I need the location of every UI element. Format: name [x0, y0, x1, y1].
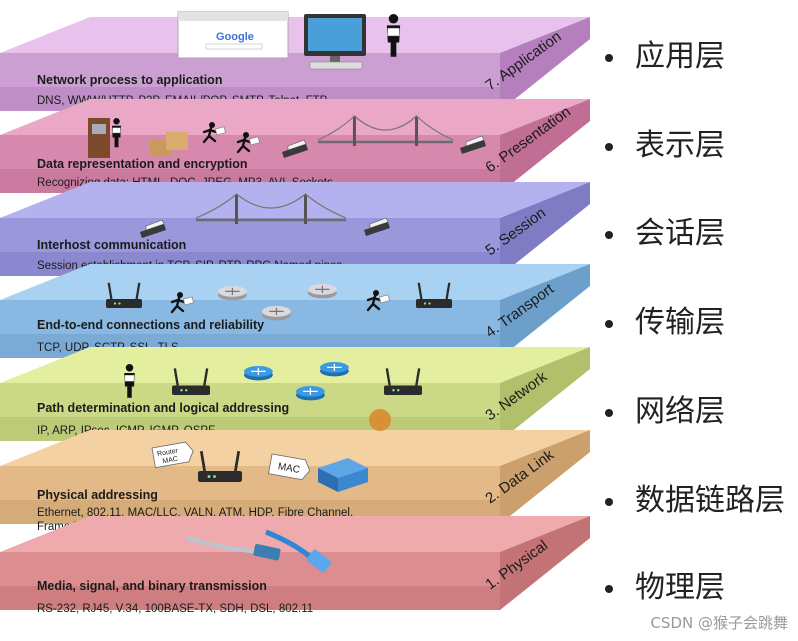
layer-top-face	[0, 182, 590, 218]
ethernet-cable-icon	[265, 529, 332, 573]
bullet-dot	[605, 497, 613, 506]
protocols-band	[0, 586, 500, 610]
tag-text: MAC	[277, 461, 301, 476]
layer-side-face	[500, 17, 590, 111]
layer-1: Network process to applicationDNS, WWW/H…	[0, 17, 590, 111]
atm-icon	[88, 118, 110, 158]
layer-title: Interhost communication	[37, 238, 186, 252]
chinese-label: 表示层	[635, 128, 725, 163]
layer-top-face	[0, 17, 590, 53]
chinese-label: 会话层	[635, 216, 725, 251]
layer-side-face	[500, 182, 590, 276]
chinese-label: 传输层	[635, 305, 725, 340]
layer-7: Media, signal, and binary transmissionRS…	[0, 516, 590, 615]
layer-side-face	[500, 430, 590, 524]
layer-title: End-to-end connections and reliability	[37, 318, 264, 332]
runner-icon	[170, 292, 195, 314]
router-icon	[384, 368, 422, 395]
person-icon	[386, 14, 401, 57]
layer-title: Data representation and encryption	[37, 157, 247, 171]
chinese-label: 物理层	[635, 570, 725, 605]
fiber-cable-icon	[185, 536, 281, 561]
bullet-session: 会话层	[605, 208, 725, 252]
bridge-icon	[317, 115, 454, 146]
layer-side-face	[500, 347, 590, 441]
person-icon	[124, 364, 135, 398]
google-logo-text: Google	[216, 31, 254, 43]
layer-title: Media, signal, and binary transmission	[37, 579, 267, 593]
small-router-icon	[460, 135, 486, 154]
switch-icon	[320, 362, 349, 377]
tag-text-mac: MAC	[162, 456, 179, 466]
switch-icon	[244, 366, 273, 381]
layer-3: Interhost communicationSession establish…	[0, 182, 590, 276]
layer-4: End-to-end connections and reliabilityTC…	[0, 264, 590, 358]
bullet-physical: 物理层	[605, 562, 725, 606]
layer-title: Network process to application	[37, 73, 222, 87]
layer-side-face	[500, 264, 590, 358]
bullet-transport: 传输层	[605, 297, 725, 341]
chinese-label: 数据链路层	[635, 483, 785, 518]
browser-window-icon: Google	[177, 11, 289, 59]
layer-protocols: RS-232, RJ45, V.34, 100BASE-TX, SDH, DSL…	[37, 603, 313, 615]
layer-side-face	[500, 516, 590, 610]
bullet-dot	[605, 230, 613, 239]
switch-icon	[218, 286, 247, 301]
mouse-cursor-highlight	[369, 409, 391, 431]
router-icon	[172, 368, 210, 395]
small-router-icon	[282, 139, 308, 158]
boxes-icon	[150, 132, 188, 156]
bridge-icon	[195, 193, 347, 224]
router-icon	[416, 282, 452, 308]
person-icon	[111, 118, 122, 148]
tag-icon: MAC	[268, 453, 311, 481]
switch-icon	[262, 306, 291, 321]
layer-title: Path determination and logical addressin…	[37, 401, 289, 415]
switch-icon	[318, 458, 368, 492]
runner-icon	[236, 132, 261, 154]
osi-layer-stack: Network process to applicationDNS, WWW/H…	[0, 11, 590, 615]
layer-top-face	[0, 430, 590, 466]
router-icon	[106, 282, 142, 308]
layer-top-face	[0, 516, 590, 552]
switch-icon	[308, 284, 337, 299]
small-router-icon	[140, 219, 166, 238]
small-router-icon	[364, 217, 390, 236]
chinese-label: 网络层	[635, 394, 725, 429]
chinese-label: 应用层	[635, 39, 725, 74]
computer-icon	[304, 14, 366, 70]
router-icon	[198, 450, 242, 482]
bullet-dot	[605, 584, 613, 593]
runner-icon	[366, 290, 391, 312]
layer-side-face	[500, 99, 590, 193]
layer-title: Physical addressing	[37, 488, 158, 502]
bullet-dot	[605, 319, 613, 328]
layer-top-face	[0, 347, 590, 383]
bullet-dot	[605, 408, 613, 417]
bullet-datalink: 数据链路层	[605, 475, 785, 519]
tag-text-router: Router	[157, 447, 180, 458]
layer-top-face	[0, 99, 590, 135]
chinese-layer-list: 应用层 表示层 会话层 传输层 网络层 数据链路层 物理层	[605, 0, 798, 641]
layer-5: Path determination and logical addressin…	[0, 347, 590, 441]
bullet-dot	[605, 53, 613, 62]
bullet-network: 网络层	[605, 386, 725, 430]
bullet-dot	[605, 142, 613, 151]
watermark: CSDN @猴子会跳舞	[650, 614, 788, 632]
bullet-application: 应用层	[605, 31, 725, 75]
switch-icon	[296, 386, 325, 401]
bullet-presentation: 表示层	[605, 120, 725, 164]
layer-top-face	[0, 264, 590, 300]
runner-icon	[202, 122, 227, 144]
